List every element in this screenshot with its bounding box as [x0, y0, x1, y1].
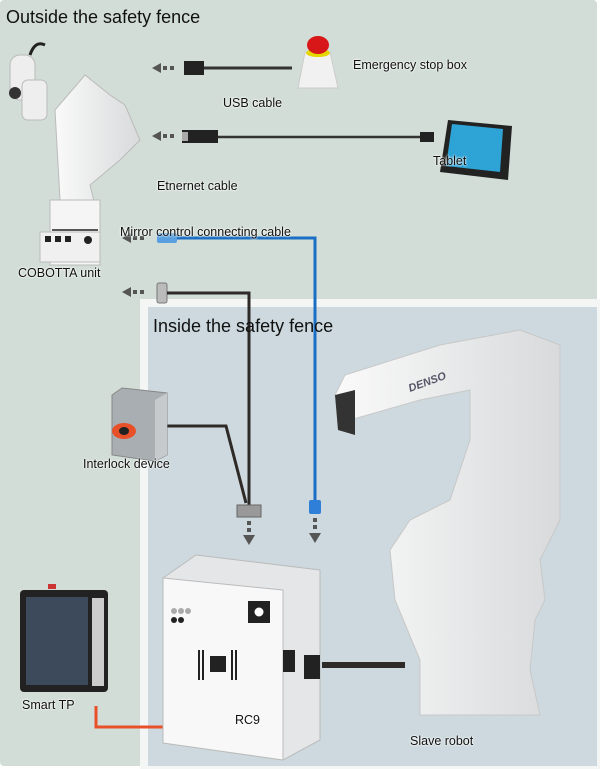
- ethernet-cable-image: [157, 233, 321, 543]
- usb-cable-label: USB cable: [223, 96, 283, 110]
- rc9-controller-image: [162, 554, 321, 761]
- smart-tp-cable: [94, 705, 176, 729]
- rc9-label: RC9: [235, 713, 261, 727]
- slave-robot-image: DENSO: [334, 329, 561, 716]
- emergency-stop-box-label: Emergency stop box: [353, 58, 467, 72]
- cobotta-robot-image: [9, 42, 141, 266]
- interlock-device-label: Interlock device: [83, 457, 170, 471]
- emergency-stop-box-image: [184, 36, 339, 89]
- interlock-device-image: [111, 387, 168, 462]
- ethernet-cable-label: Etnernet cable: [157, 179, 238, 193]
- smart-tp-label: Smart TP: [22, 698, 75, 712]
- tablet-image: [440, 120, 512, 180]
- slave-robot-label: Slave robot: [410, 734, 474, 748]
- inside-fence-title: Inside the safety fence: [153, 316, 334, 336]
- smart-tp-image: [20, 584, 108, 692]
- mirror-control-cable-image: [156, 282, 262, 545]
- cobotta-unit-label: COBOTTA unit: [18, 266, 101, 280]
- mirror-cable-label: Mirror control connecting cable: [120, 225, 291, 239]
- tablet-label: Tablet: [433, 154, 467, 168]
- outside-fence-title: Outside the safety fence: [6, 7, 201, 27]
- left-arrows: [122, 63, 174, 297]
- usb-cable-image: [182, 130, 434, 143]
